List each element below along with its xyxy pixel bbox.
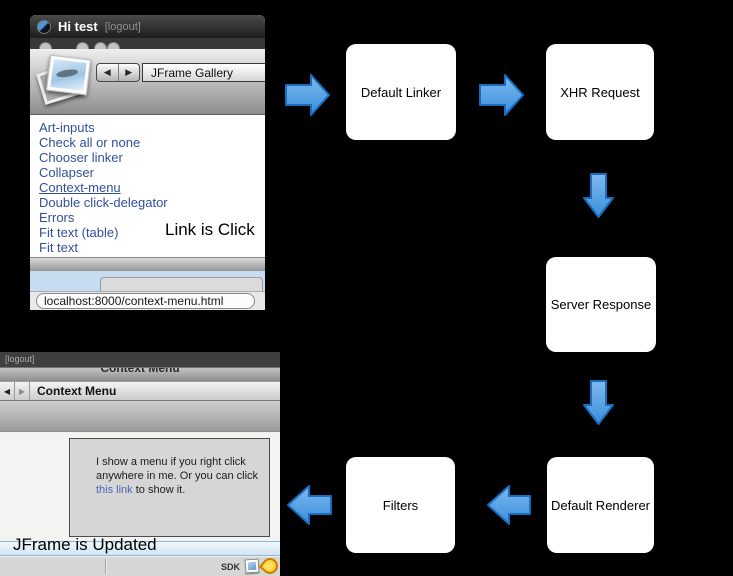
user-avatar-icon — [37, 19, 51, 34]
context-header-bar: [logout] — [0, 352, 280, 367]
context-clipped-titlebar: Context Menu — [0, 367, 280, 381]
logout-link[interactable]: [logout] — [5, 354, 35, 364]
toolbar-dot-icon — [94, 42, 107, 49]
gallery-toolbar: ◀ ▶ JFrame Gallery — [30, 49, 265, 115]
logout-link[interactable]: [logout] — [104, 20, 141, 33]
show-menu-link[interactable]: this link — [96, 484, 133, 496]
gallery-link-fit-text[interactable]: Fit text — [39, 240, 79, 255]
gallery-browser-window: Hi test [logout] ◀ ▶ JFrame Gallery Art-… — [30, 15, 265, 310]
sdk-label: SDK — [220, 562, 240, 572]
gallery-link-art-inputs[interactable]: Art-inputs — [39, 120, 95, 135]
flow-box-label: Default Linker — [360, 84, 442, 100]
flow-box-default-renderer: Default Renderer — [547, 457, 654, 553]
gallery-link-double-click[interactable]: Double click-delegator — [39, 195, 168, 210]
welcome-title: Hi test — [58, 19, 98, 34]
update-banner: JFrame is Updated — [0, 535, 280, 556]
gallery-link-collapser[interactable]: Collapser — [39, 165, 94, 180]
flow-box-label: Default Renderer — [551, 497, 650, 513]
jframe-updated-caption: JFrame is Updated — [13, 535, 157, 554]
flow-box-filters: Filters — [346, 457, 455, 553]
toolbar-dot-icon — [39, 42, 52, 49]
demo-box-text: I show a menu if you right click anywher… — [96, 456, 259, 496]
status-divider — [105, 559, 106, 574]
flow-box-server-response: Server Response — [546, 257, 656, 352]
flow-box-default-linker: Default Linker — [346, 44, 456, 140]
gallery-bottom-bar — [30, 257, 265, 271]
status-url-tooltip: localhost:8000/context-menu.html — [36, 293, 255, 309]
right-arrow-icon — [285, 74, 330, 116]
toolbar-dot-icon — [107, 42, 120, 49]
back-button[interactable]: ◀ — [0, 382, 15, 400]
gallery-status-row: localhost:8000/context-menu.html — [30, 291, 265, 310]
gallery-link-fit-text-table[interactable]: Fit text (table) — [39, 225, 119, 240]
gallery-blue-strip — [30, 271, 265, 291]
down-arrow-icon — [583, 173, 614, 218]
gallery-link-errors[interactable]: Errors — [39, 210, 75, 225]
gallery-link-chooser-linker[interactable]: Chooser linker — [39, 150, 123, 165]
frame-title-field: JFrame Gallery — [142, 63, 265, 82]
frame-title: Context Menu — [37, 384, 117, 398]
gallery-link-context-menu[interactable]: Context-menu — [39, 180, 121, 195]
forward-button[interactable]: ▶ — [125, 67, 133, 77]
forward-button[interactable]: ▶ — [15, 382, 30, 400]
swirl-logo-icon[interactable] — [258, 554, 280, 576]
context-status-bar: SDK — [0, 554, 280, 576]
link-clicked-caption: Link is Click — [165, 220, 255, 239]
clipped-page-title: Context Menu — [100, 367, 180, 375]
flow-box-label: XHR Request — [560, 84, 640, 100]
down-arrow-icon — [583, 380, 614, 425]
flow-box-label: Filters — [382, 497, 419, 513]
gallery-titlebar: Hi test [logout] — [30, 15, 265, 38]
flow-box-label: Server Response — [550, 297, 652, 312]
context-toolbar: ◀ ▶ Context Menu — [0, 381, 280, 401]
photo-stack-icon[interactable] — [244, 558, 260, 574]
gallery-substrip — [30, 38, 265, 49]
left-arrow-icon — [487, 485, 531, 525]
gallery-link-list: Art-inputs Check all or none Chooser lin… — [30, 115, 265, 255]
gallery-link-check-all[interactable]: Check all or none — [39, 135, 141, 150]
context-demo-box[interactable]: I show a menu if you right click anywher… — [69, 438, 270, 537]
flow-box-xhr-request: XHR Request — [546, 44, 654, 140]
context-menu-window: [logout] Context Menu ◀ ▶ Context Menu I… — [0, 352, 280, 576]
left-arrow-icon — [287, 485, 332, 525]
photo-gallery-icon — [36, 52, 97, 112]
history-nav-group: ◀ ▶ — [96, 63, 140, 82]
back-button[interactable]: ◀ — [97, 64, 119, 81]
gallery-panel-tab — [100, 277, 263, 291]
demo-text-tail: to show it. — [132, 484, 186, 496]
right-arrow-icon — [479, 74, 524, 116]
toolbar-dot-icon — [76, 42, 89, 49]
context-content-area: I show a menu if you right click anywher… — [0, 433, 280, 541]
context-toolbar-spacer — [0, 401, 280, 432]
